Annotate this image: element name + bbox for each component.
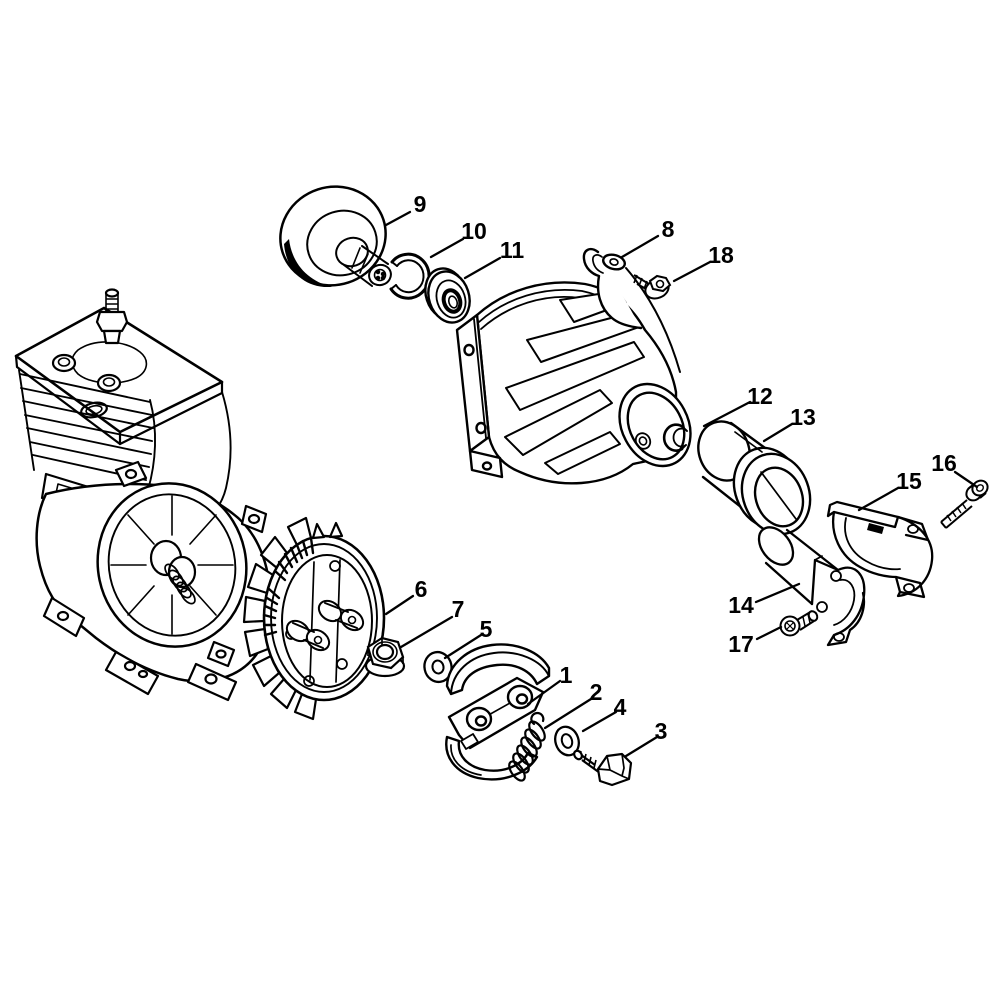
leader-line-9 — [384, 210, 412, 227]
snap-ring-part-12 — [662, 423, 688, 452]
callout-label-10: 10 — [461, 218, 487, 244]
leader-line-5 — [443, 633, 483, 660]
leader-line-8 — [620, 234, 660, 259]
clamp-half-part-15 — [826, 500, 934, 599]
callout-label-15: 15 — [896, 468, 922, 494]
callout-label-11: 11 — [500, 237, 525, 263]
leader-line-4 — [581, 710, 618, 733]
callout-label-18: 18 — [708, 242, 734, 268]
callout-label-2: 2 — [590, 679, 603, 705]
callout-label-9: 9 — [414, 191, 427, 217]
callout-label-16: 16 — [931, 450, 957, 476]
callout-label-4: 4 — [614, 694, 627, 720]
flywheel-part-6 — [242, 516, 386, 721]
screw-part-16 — [940, 479, 989, 529]
leader-line-7 — [399, 615, 454, 649]
leader-line-10 — [429, 237, 465, 259]
callout-label-3: 3 — [655, 718, 668, 744]
spring-part-2 — [508, 711, 546, 782]
leader-line-15 — [857, 486, 900, 512]
leader-line-17 — [755, 625, 783, 641]
bushing-part-13 — [697, 420, 812, 536]
callout-label-8: 8 — [662, 216, 675, 242]
spark-plug — [95, 288, 129, 345]
leader-line-13 — [762, 422, 794, 443]
callout-label-6: 6 — [415, 576, 428, 602]
callout-label-12: 12 — [747, 383, 773, 409]
clutch-part-1 — [445, 643, 551, 781]
snap-ring-part-10 — [389, 252, 431, 300]
leader-line-16 — [953, 470, 979, 489]
ball-bearing-part-11 — [424, 267, 471, 324]
leader-line-6 — [384, 594, 415, 616]
engine-assembly-drawing — [14, 288, 272, 702]
leader-line-3 — [624, 735, 659, 758]
leader-line-14 — [754, 582, 801, 604]
drum-shading — [284, 239, 332, 287]
callout-label-13: 13 — [790, 404, 816, 430]
crankshaft-spring — [164, 563, 196, 605]
screw-part-17 — [779, 610, 819, 637]
washer-part-5 — [423, 650, 453, 684]
callout-labels: 1 2 3 4 5 6 7 8 9 10 11 12 13 14 15 16 1… — [414, 191, 957, 744]
callout-label-5: 5 — [480, 616, 493, 642]
washer-part-4 — [554, 725, 580, 757]
leader-line-2 — [543, 697, 593, 730]
leader-line-1 — [526, 679, 562, 706]
screw-part-18 — [633, 274, 672, 300]
clutch-drum-part-9 — [279, 185, 392, 287]
callout-label-1: 1 — [560, 662, 573, 688]
leader-lines — [384, 210, 979, 758]
leader-line-12 — [702, 400, 752, 428]
fan-housing-drawing — [455, 248, 692, 485]
clamp-half-part-14 — [757, 526, 866, 647]
callout-label-14: 14 — [728, 592, 754, 618]
leader-line-18 — [672, 260, 712, 283]
flywheel-magnet-stripes — [262, 536, 315, 637]
callout-label-7: 7 — [452, 596, 465, 622]
bolt-part-3 — [573, 749, 633, 787]
bracket-part-8 — [582, 248, 681, 373]
callout-label-17: 17 — [728, 631, 754, 657]
nut-part-7 — [364, 636, 406, 678]
leader-line-11 — [463, 256, 502, 280]
